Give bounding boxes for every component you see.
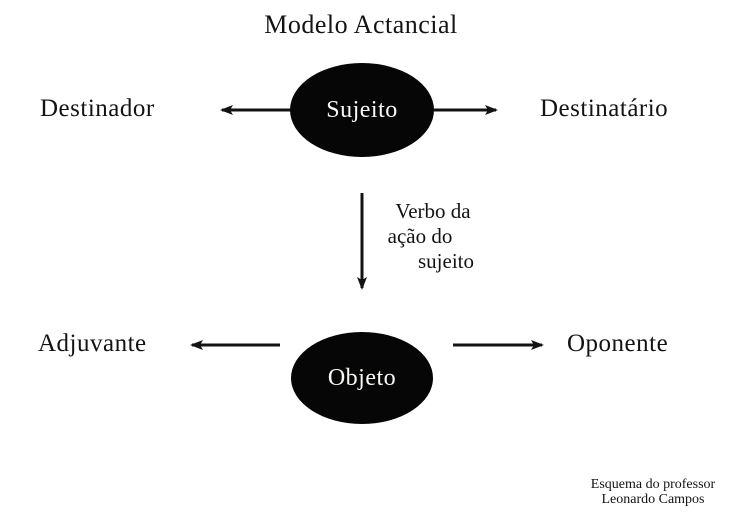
verb-note-line-1: Verbo da [395,199,471,223]
destinador-label: Destinador [40,95,155,122]
sujeito-node: Sujeito [290,63,434,157]
verb-note-line-3: sujeito [417,249,474,273]
credit-line-2: Leonardo Campos [601,492,705,507]
destinatario-label: Destinatário [540,95,669,122]
sujeito-node-label: Sujeito [326,96,398,123]
adjuvante-label: Adjuvante [38,330,147,357]
diagram-title: Modelo Actancial [264,10,458,39]
author-credit: Esquema do professor Leonardo Campos [591,477,715,507]
verb-note-line-2: ação do [387,224,453,248]
oponente-label: Oponente [567,330,669,357]
objeto-node-label: Objeto [327,364,397,391]
objeto-node: Objeto [291,332,433,424]
credit-line-1: Esquema do professor [590,477,716,492]
verb-of-subject-action-note: Verbo da ação do sujeito [388,199,474,274]
